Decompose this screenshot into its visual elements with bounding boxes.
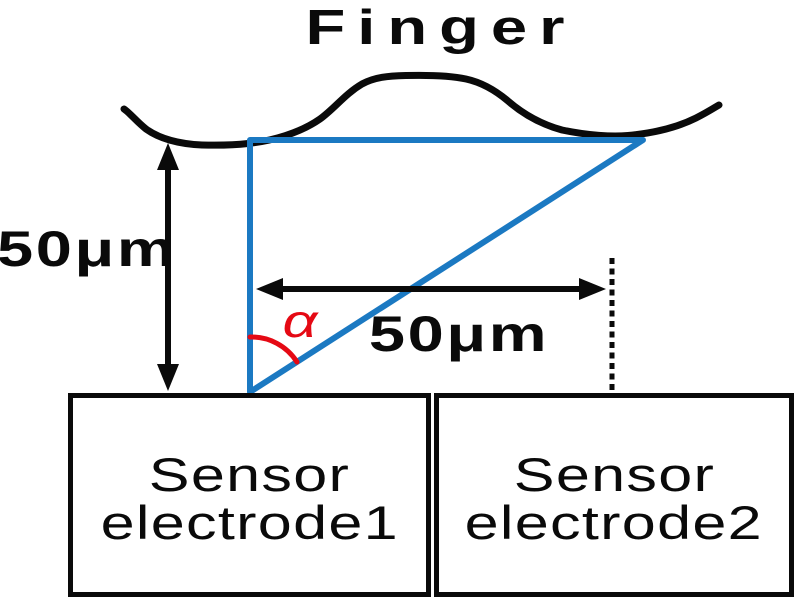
sensor-electrode2-box: Sensor electrode2: [434, 393, 794, 597]
diagram-title: Finger: [305, 1, 577, 55]
electrode1-label-line1: Sensor: [148, 448, 351, 501]
sensor-electrode1-box: Sensor electrode1: [68, 393, 431, 597]
electrode1-label-line2: electrode1: [100, 496, 399, 549]
electrode2-label-line1: Sensor: [513, 448, 715, 501]
horizontal-dimension-arrow: [256, 278, 606, 300]
electrode2-label-line2: electrode2: [464, 496, 764, 549]
geometry-triangle: [247, 137, 646, 395]
angle-arc: [247, 334, 300, 365]
angle-alpha-label: α: [282, 295, 318, 347]
finger-surface-curve: [120, 71, 723, 149]
vertical-gap-label: 50μm: [0, 221, 178, 277]
horizontal-gap-label: 50μm: [368, 306, 550, 362]
vertical-dimension-arrow: [157, 143, 179, 391]
